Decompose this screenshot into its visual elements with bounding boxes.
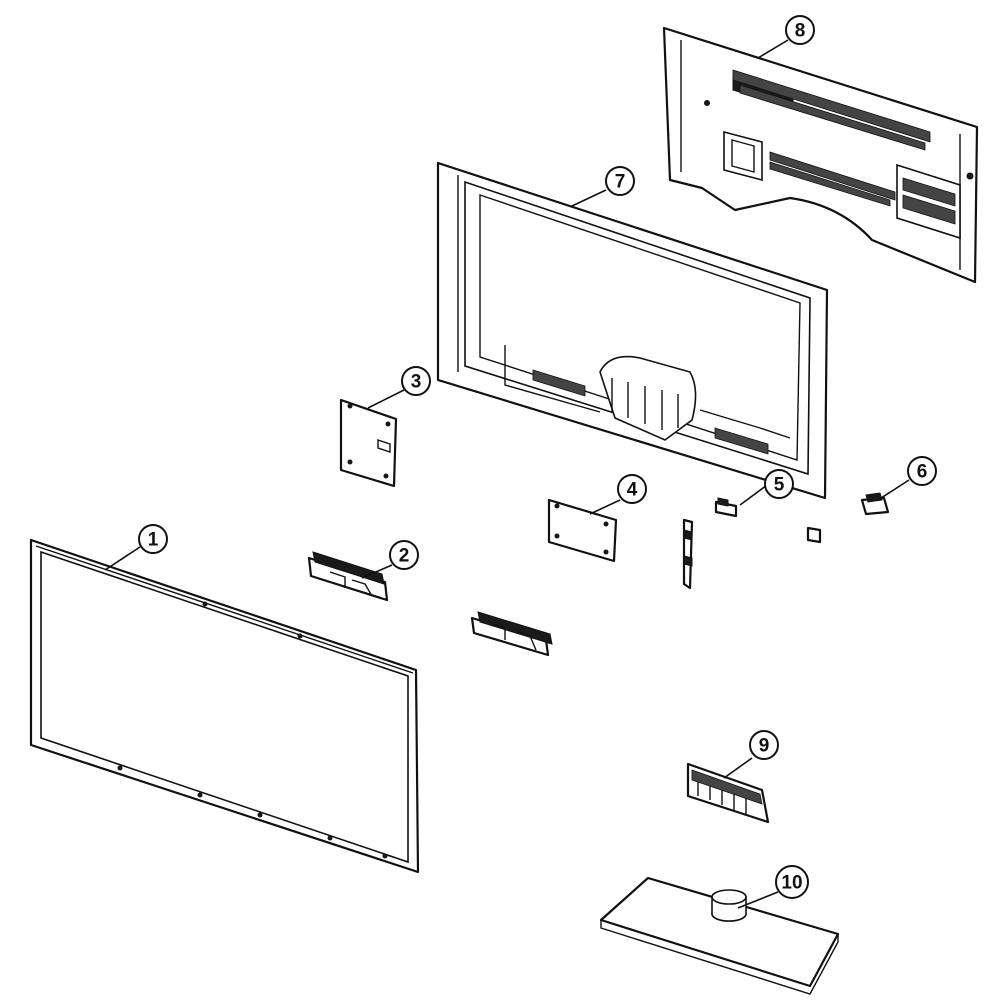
part-5-bracket (714, 497, 738, 518)
callout-label-2: 2 (399, 546, 410, 567)
part-6-component (860, 492, 890, 516)
callout-5: 5 (764, 469, 794, 499)
callout-7: 7 (605, 166, 635, 196)
part-10-stand-base (599, 876, 840, 995)
callout-label-8: 8 (795, 21, 806, 42)
small-clip (806, 526, 822, 544)
callout-4: 4 (617, 474, 647, 504)
leader-6 (877, 479, 910, 501)
leader-2 (361, 564, 393, 579)
part-1-front-bezel (29, 538, 420, 874)
callout-label-9: 9 (759, 736, 770, 757)
part-2-bracket (307, 551, 389, 602)
leader-3 (367, 389, 405, 409)
leader-8 (757, 39, 789, 59)
leader-4 (589, 499, 621, 515)
part-7-rear-frame (436, 161, 829, 500)
callout-2: 2 (389, 540, 419, 570)
leader-10 (737, 891, 779, 909)
side-key-board (682, 518, 694, 590)
part-8-rear-cover (662, 26, 979, 284)
callout-label-7: 7 (615, 172, 626, 193)
callout-label-6: 6 (917, 462, 928, 483)
speaker-bracket (470, 611, 553, 657)
callout-label-10: 10 (781, 873, 802, 894)
callout-label-4: 4 (627, 480, 638, 501)
leader-9 (723, 757, 753, 779)
part-9-stand-cover (686, 762, 770, 824)
leader-5 (739, 484, 768, 506)
callout-label-3: 3 (411, 372, 422, 393)
callout-3: 3 (401, 366, 431, 396)
callout-8: 8 (785, 15, 815, 45)
callout-9: 9 (749, 730, 779, 760)
callout-6: 6 (907, 456, 937, 486)
callout-10: 10 (775, 865, 809, 899)
leader-1 (104, 546, 141, 571)
leader-lines (104, 39, 910, 909)
part-3-pcb (339, 398, 398, 488)
callout-label-5: 5 (774, 475, 785, 496)
leader-7 (571, 189, 607, 207)
callout-label-1: 1 (148, 530, 159, 551)
callout-1: 1 (138, 524, 168, 554)
part-4-pcb (547, 498, 618, 563)
